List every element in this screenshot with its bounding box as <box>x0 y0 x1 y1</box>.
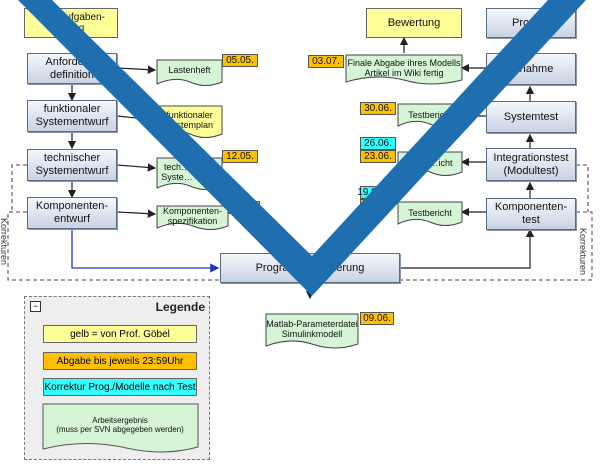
legend-panel: − Legende gelb = von Prof. Göbel Abgabe … <box>24 296 210 460</box>
right-correction-loop <box>400 211 593 281</box>
left-korrekturen-label: Korrekturen <box>0 218 9 266</box>
technischer-doc: tech… Syste… <box>161 161 193 182</box>
final-abgabe-doc: Finale Abgabe ihres Modells Artikel im W… <box>347 57 461 78</box>
matlab-date: 09.06. <box>360 312 394 325</box>
komponententest-box: Komponenten- test <box>486 198 576 230</box>
komponentenentwurf-box: Komponenten- entwurf <box>27 197 117 229</box>
systemtest-testbericht: Testbericht <box>408 109 452 120</box>
integration-date: 23.06. <box>360 150 396 163</box>
left-correction-loop <box>7 211 220 281</box>
final-date: 03.07. <box>308 55 344 68</box>
integration-date-cyan: 26.06. <box>360 137 396 150</box>
lastenheft-doc: Lastenheft <box>168 64 211 75</box>
bewertung-box: Bewertung <box>366 8 462 38</box>
flow-to-program <box>71 229 220 273</box>
legend-title: Legende <box>155 300 205 314</box>
funktionaler-systemplan-doc: funktionaler Systemplan <box>165 109 214 130</box>
legend-yellow: gelb = von Prof. Göbel <box>43 325 197 343</box>
systemtest-box: Systemtest <box>486 101 576 133</box>
technischer-date: 12.05. <box>222 150 258 163</box>
funktionaler-systementwurf-box: funktionaler Systementwurf <box>27 100 117 132</box>
komponententest-testbericht: Testbericht <box>408 207 452 218</box>
integration-testbericht: …icht <box>429 157 453 168</box>
komponentenspezifikation-doc: Komponenten- spezifikation <box>162 205 223 226</box>
legend-orange: Abgabe bis jeweils 23:59Uhr <box>43 352 197 370</box>
matlab-doc: Matlab-Parameterdatei Simulinkmodell <box>266 318 358 339</box>
legend-minimize-button[interactable]: − <box>30 301 41 312</box>
legend-doc-text: Arbeitsergebnis (muss per SVN abgegeben … <box>56 415 184 434</box>
legend-cyan: Korrektur Prog./Modelle nach Test <box>43 378 197 396</box>
systemtest-date: 30.06. <box>360 102 396 115</box>
lastenheft-date: 05.05. <box>222 54 258 67</box>
right-korrekturen-label: Korrekturen <box>578 228 588 276</box>
integrationstest-box: Integrationstest (Modultest) <box>486 148 576 181</box>
legend-doc-shape <box>42 403 199 453</box>
technischer-systementwurf-box: technischer Systementwurf <box>27 149 117 181</box>
